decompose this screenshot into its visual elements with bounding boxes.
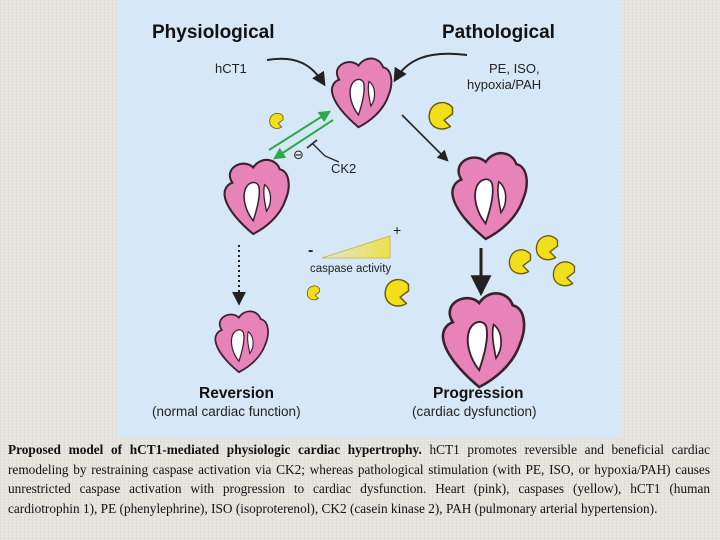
ck2-inhibition-line — [312, 143, 340, 163]
progression-title: Progression — [433, 385, 523, 402]
pathological-title: Pathological — [442, 22, 555, 43]
green-arrow-up — [268, 110, 332, 151]
inhibition-symbol: ⊖ — [293, 148, 304, 163]
heart-top-icon — [330, 57, 393, 129]
heart-right-icon — [451, 151, 528, 241]
pathological-arrow — [401, 114, 449, 162]
stimuli-arrow — [393, 52, 468, 83]
caption-text: hCT1 promotes reversible and beneficial … — [8, 442, 711, 517]
figure-caption: Proposed model of hCT1-mediated physiolo… — [8, 440, 710, 538]
heart-reversion-icon — [214, 310, 269, 374]
caspase-activity-gradient — [321, 235, 391, 259]
caspase-tiny-icon — [306, 285, 320, 301]
caspase-small-icon — [269, 112, 284, 129]
physiological-title: Physiological — [152, 22, 274, 43]
caspase-cluster-3-icon — [552, 261, 576, 287]
hct1-label: hCT1 — [215, 61, 247, 76]
hct1-arrow — [266, 57, 326, 87]
stimuli-label-line2: hypoxia/PAH — [467, 77, 541, 92]
gradient-minus-label: - — [308, 242, 313, 259]
heart-progression-icon — [441, 292, 526, 389]
caspase-cluster-1-icon — [508, 249, 532, 275]
gradient-plus-label: + — [393, 222, 401, 238]
caspase-cluster-2-icon — [535, 235, 559, 261]
caspase-activity-label: caspase activity — [310, 263, 391, 275]
caption-bold-lead: Proposed model of hCT1-mediated physiolo… — [8, 442, 422, 457]
caspase-medium-icon — [384, 278, 410, 307]
ck2-label: CK2 — [331, 161, 356, 176]
ck2-inhibition-bar — [306, 139, 318, 149]
heart-left-icon — [223, 158, 290, 236]
reversion-title: Reversion — [199, 385, 274, 402]
caspase-top-icon — [428, 101, 454, 130]
green-arrow-down — [272, 119, 334, 160]
diagram-figure: Physiological Pathological hCT1 PE, ISO,… — [117, 0, 621, 438]
reversion-subtitle: (normal cardiac function) — [152, 404, 301, 419]
progression-subtitle: (cardiac dysfunction) — [412, 404, 537, 419]
stimuli-label-line1: PE, ISO, — [489, 61, 540, 76]
